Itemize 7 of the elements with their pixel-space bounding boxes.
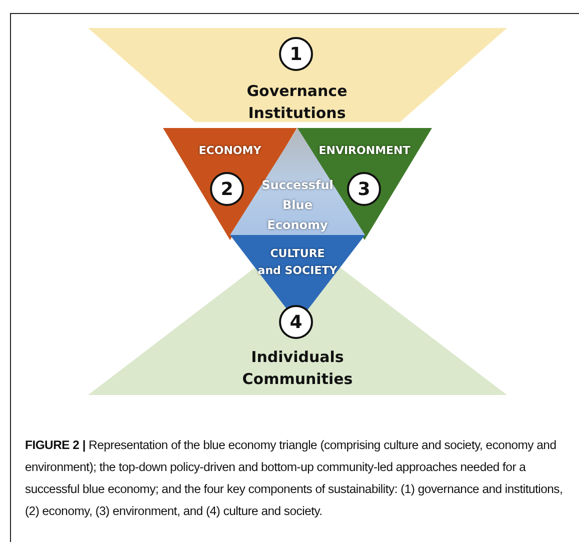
- segment-label: ENVIRONMENT: [318, 144, 412, 158]
- segment-label: CULTURE and SOCIETY: [257, 246, 338, 279]
- segment-label: ECONOMY: [198, 144, 262, 158]
- segment-label: Governance Institutions: [246, 81, 348, 124]
- segment-label: Successful Blue Economy: [260, 177, 334, 234]
- segment-label: Individuals Communities: [241, 347, 354, 390]
- figure-caption: FIGURE 2 | Representation of the blue economy triangle (comprising culture and society, economy and environment); the top-down policy-driven and bottom-up community-led approaches needed for a successful blue economy; and the four key components of sustainability: (1) governance and institutions, (2) economy, (3) environment, and (4) culture and society.: [25, 437, 564, 520]
